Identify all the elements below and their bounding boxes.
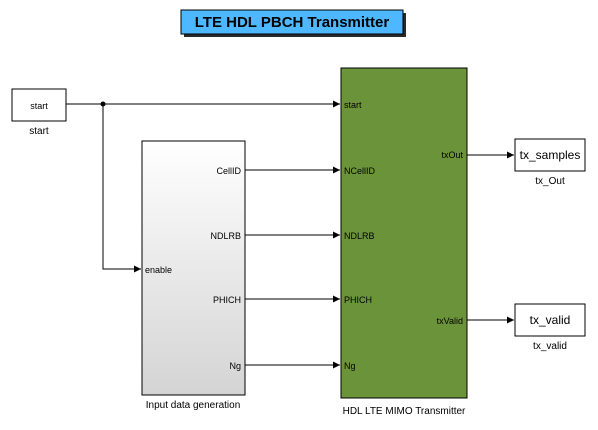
transmitter-port-phich: PHICH [344,295,372,305]
wires [66,100,514,369]
tx-samples-sink-caption: tx_Out [535,176,565,187]
input-gen-port-enable: enable [145,265,172,275]
tx-valid-sink-label: tx_valid [530,313,571,327]
start-source-caption: start [29,126,49,137]
start-source-block[interactable]: start start [11,88,67,137]
start-source-label: start [30,101,48,111]
input-gen-port-phich: PHICH [213,295,241,305]
tx-samples-sink-box[interactable] [514,138,586,172]
transmitter-port-txout: txOut [441,150,463,160]
tx-valid-sink-block[interactable]: tx_valid tx_valid [514,303,586,352]
input-gen-box[interactable] [141,140,246,396]
diagram-title: LTE HDL PBCH Transmitter [180,9,406,37]
transmitter-port-start: start [344,100,362,110]
transmitter-port-ng: Ng [344,361,356,371]
tx-samples-sink-label: tx_samples [520,148,581,162]
transmitter-block[interactable]: start NCellID NDLRB PHICH Ng txOut txVal… [340,67,468,417]
tx-samples-sink-block[interactable]: tx_samples tx_Out [514,138,586,187]
title-text: LTE HDL PBCH Transmitter [195,14,390,31]
transmitter-box[interactable] [340,67,468,399]
transmitter-port-ndlrb: NDLRB [344,231,375,241]
tx-valid-sink-caption: tx_valid [533,341,567,352]
transmitter-port-ncellid: NCellID [344,166,376,176]
input-gen-port-ng: Ng [229,361,241,371]
wire-start-to-enable[interactable] [102,104,141,273]
start-source-box[interactable] [11,88,67,122]
tx-valid-sink-box[interactable] [514,303,586,337]
transmitter-caption: HDL LTE MIMO Transmitter [343,406,466,417]
input-gen-port-ndlrb: NDLRB [210,231,241,241]
input-gen-caption: Input data generation [146,400,241,411]
input-gen-port-cellid: CellID [216,166,241,176]
title-box [180,9,404,35]
input-data-generation-block[interactable]: enable CellID NDLRB PHICH Ng Input data … [141,140,246,411]
transmitter-port-txvalid: txValid [437,316,463,326]
